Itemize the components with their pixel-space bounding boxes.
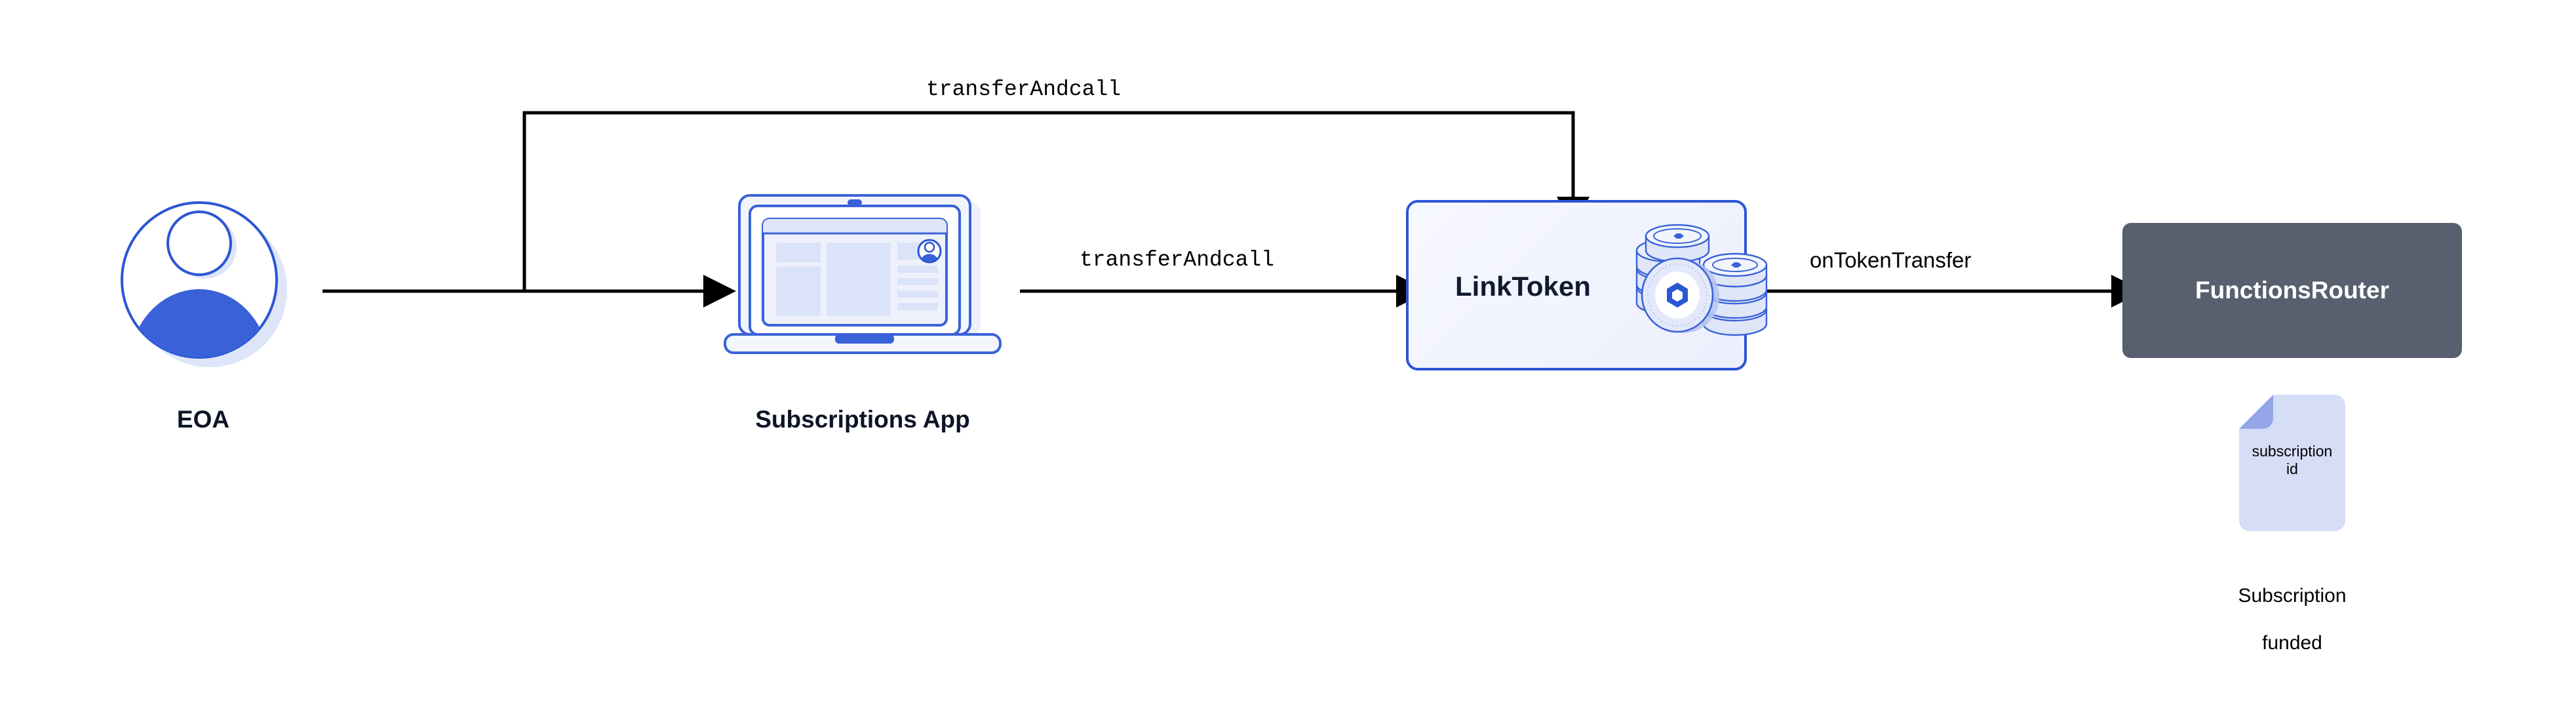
subscription-funded-line2: funded <box>2262 632 2322 654</box>
edge-label-app-to-linktoken: transferAndcall <box>1080 248 1275 272</box>
subscription-funded-caption: Subscription funded <box>2200 561 2385 679</box>
functionsrouter-label: FunctionsRouter <box>2195 277 2389 304</box>
subscription-id-line2: id <box>2286 460 2298 478</box>
subscription-funded-line1: Subscription <box>2238 585 2347 607</box>
laptop-icon <box>724 194 1002 354</box>
link-coins-icon <box>1635 224 1768 336</box>
edge-label-linktoken-to-router: onTokenTransfer <box>1810 248 1972 272</box>
functionsrouter-box[interactable]: FunctionsRouter <box>2122 223 2462 358</box>
eoa-avatar-icon <box>121 201 287 367</box>
subscription-document-icon <box>2239 395 2345 531</box>
subscriptions-app-label: Subscriptions App <box>755 406 970 433</box>
edge-label-eoa-to-linktoken: transferAndcall <box>926 77 1122 102</box>
eoa-label: EOA <box>176 406 230 433</box>
linktoken-label: LinkToken <box>1455 271 1591 302</box>
subscription-id-text: subscription id <box>2233 443 2352 478</box>
edge-eoa-to-linktoken <box>522 111 1590 291</box>
subscription-id-line1: subscription <box>2252 443 2333 460</box>
